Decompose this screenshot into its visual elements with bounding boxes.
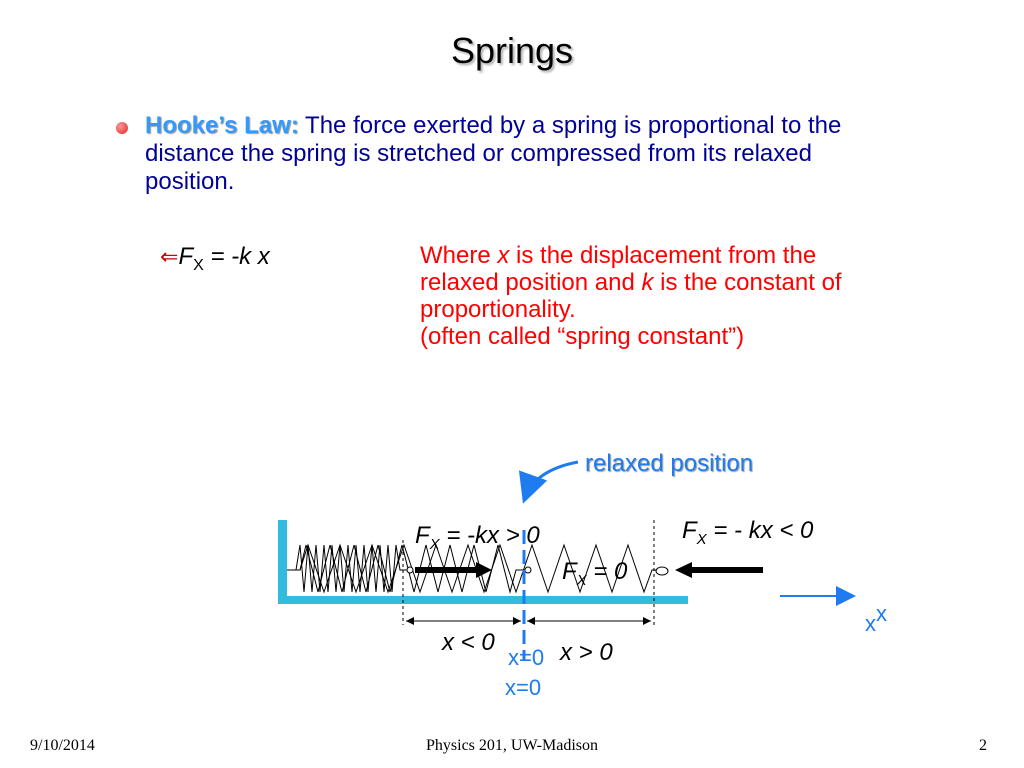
label-force-zero-f: F xyxy=(562,558,577,585)
spring-end-ring-left xyxy=(406,566,414,574)
formula-explanation: Where x is the displacement from the rel… xyxy=(420,242,860,350)
label-force-positive-sub: X xyxy=(429,535,440,553)
axis-label-x-2: x xyxy=(865,611,876,636)
hookes-law-formula: ⇐FX = -k x xyxy=(160,243,270,275)
footer-course: Physics 201, UW-Madison xyxy=(426,737,598,754)
wall xyxy=(278,520,287,604)
relaxed-position-label: relaxed position xyxy=(585,450,754,477)
label-x-zero-2: x=0 xyxy=(505,675,542,700)
explanation-line-4: (often called “spring constant”) xyxy=(420,323,745,350)
explanation-k-var: k xyxy=(641,269,654,296)
left-arrow-icon: ⇐ xyxy=(160,244,179,269)
spring-end-ring-mid xyxy=(524,566,532,574)
spring-end-ring-right xyxy=(655,566,669,576)
explanation-part-3: is the constant of proportionality. xyxy=(420,269,842,323)
formula-force-symbol: F xyxy=(178,243,194,270)
axis-label-x-1: x xyxy=(876,601,887,626)
formula-rhs: = -k x xyxy=(203,243,270,270)
slide-title: Springs xyxy=(450,30,574,71)
label-force-zero-rest: = 0 xyxy=(586,558,628,585)
label-force-negative-sub: X xyxy=(696,530,707,548)
explanation-part-2: is the displacement from the relaxed pos… xyxy=(420,242,817,296)
explanation-part-1: Where xyxy=(420,242,498,269)
label-force-negative: FX = - kx < 0 xyxy=(682,517,813,548)
label-force-positive-f: F xyxy=(415,522,430,549)
label-force-positive-rest: = -kx > 0 xyxy=(439,522,540,549)
spring-compressed xyxy=(287,544,410,593)
label-x-positive-text: x > 0 xyxy=(560,639,613,666)
bullet-icon xyxy=(116,122,128,134)
label-x-negative-text: x < 0 xyxy=(442,629,495,656)
label-force-zero-sub: X xyxy=(576,571,587,589)
label-x-negative: x < 0 xyxy=(442,629,495,657)
label-force-negative-rest: = - kx < 0 xyxy=(706,517,814,544)
label-force-positive: FX = -kx > 0 xyxy=(415,522,540,553)
formula-force-subscript: X xyxy=(193,256,204,274)
label-x-zero-1: x=0 xyxy=(508,645,545,670)
footer-date: 9/10/2014 xyxy=(30,737,95,754)
footer-page-number: 2 xyxy=(979,737,987,754)
floor xyxy=(278,596,688,604)
hookes-law-term: Hooke’s Law: xyxy=(145,112,299,139)
hookes-law-definition: The force exerted by a spring is proport… xyxy=(145,112,842,195)
label-force-negative-f: F xyxy=(682,517,697,544)
label-force-zero: FX = 0 xyxy=(562,558,627,589)
hookes-law-bullet: Hooke’s Law: The force exerted by a spri… xyxy=(145,112,905,196)
explanation-x-var: x xyxy=(497,242,510,269)
label-x-positive: x > 0 xyxy=(560,639,613,667)
relaxed-pointer-arrow xyxy=(518,460,579,504)
